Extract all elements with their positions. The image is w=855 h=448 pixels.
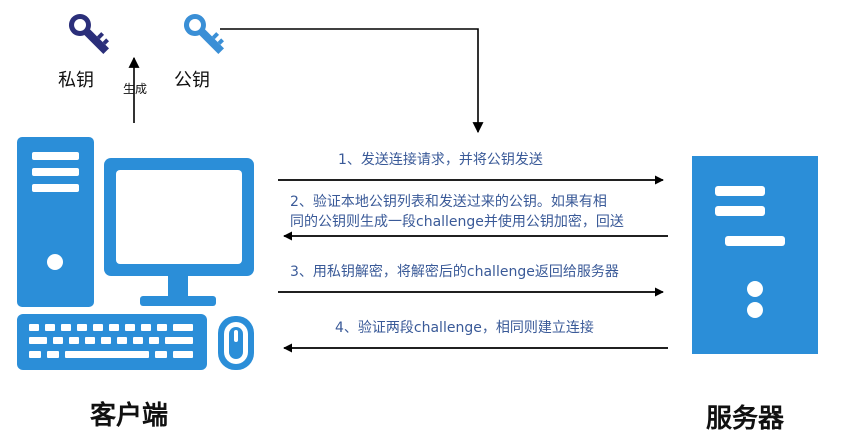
generate-label: 生成: [123, 82, 148, 96]
step2-text-line1: 2、验证本地公钥列表和发送过来的公钥。如果有相: [290, 194, 607, 210]
private-key-icon: [68, 14, 109, 54]
server-label: 服务器: [706, 404, 785, 434]
private-key-label: 私钥: [58, 70, 94, 91]
public-key-label: 公钥: [174, 70, 210, 91]
step4-text: 4、验证两段challenge，相同则建立连接: [335, 320, 594, 336]
step2-text-line2: 同的公钥则生成一段challenge并使用公钥加密，回送: [290, 214, 624, 230]
public-key-icon: [183, 14, 224, 54]
public-key-transfer-arrow: [220, 28, 484, 134]
server-icon: [692, 156, 818, 354]
computer-icon: [17, 137, 254, 370]
step1-text: 1、发送连接请求，并将公钥发送: [338, 152, 543, 168]
client-label: 客户端: [90, 401, 169, 431]
step3-text: 3、用私钥解密，将解密后的challenge返回给服务器: [290, 264, 619, 280]
